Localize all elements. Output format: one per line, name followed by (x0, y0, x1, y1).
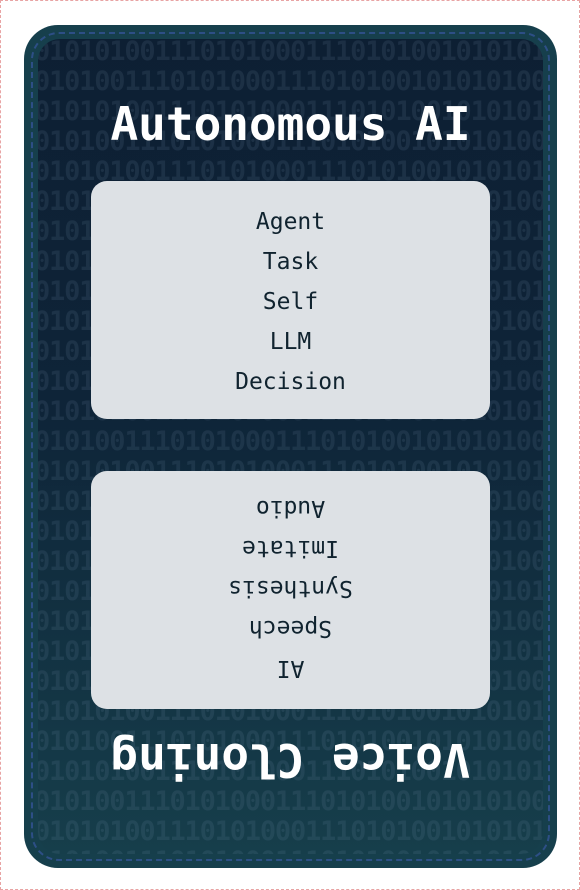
bottom-word: Speech (248, 615, 333, 641)
top-word: Agent (255, 209, 326, 235)
binary-row: 0101010011101010001110101001010101000111… (38, 756, 543, 787)
top-word: LLM (269, 329, 312, 355)
game-card[interactable]: 0101010011101010001110101001010101000111… (24, 25, 557, 868)
binary-row: 0101010011101010001110101001010101000111… (38, 816, 543, 847)
binary-row: 0101001110101000111010100101010100011101… (38, 426, 543, 457)
top-word-list: Agent Task Self LLM Decision (91, 202, 490, 402)
bottom-word: Imitate (242, 535, 339, 561)
bottom-word-box: AI Speech Synthesis Imitate Audio (91, 471, 490, 709)
top-word-box: Agent Task Self LLM Decision (91, 181, 490, 419)
top-word: Task (262, 249, 319, 275)
binary-row: 0101001110101000111010100101010100011101… (38, 786, 543, 817)
binary-row: 0101001110101000111010100101010100011101… (38, 66, 543, 97)
bottom-word-list: AI Speech Synthesis Imitate Audio (91, 488, 490, 688)
bottom-word: Audio (255, 495, 326, 521)
top-word: Decision (235, 369, 346, 395)
bottom-word: AI (276, 655, 305, 681)
binary-row: 0101001110101000111010100101010100011101… (38, 847, 543, 855)
bottom-word: Synthesis (228, 575, 353, 601)
card-title-top: Autonomous AI (110, 97, 471, 151)
card-title-bottom: Voice Cloning (110, 733, 471, 787)
binary-row: 0101010011101010001110101001010101000111… (38, 96, 543, 127)
binary-row: 0101010011101010001110101001010101000111… (38, 39, 543, 67)
binary-row: 0101001110101000111010100101010100011101… (38, 126, 543, 157)
binary-row: 0101001110101000111010100101010100011101… (38, 726, 543, 757)
top-word: Self (262, 289, 319, 315)
